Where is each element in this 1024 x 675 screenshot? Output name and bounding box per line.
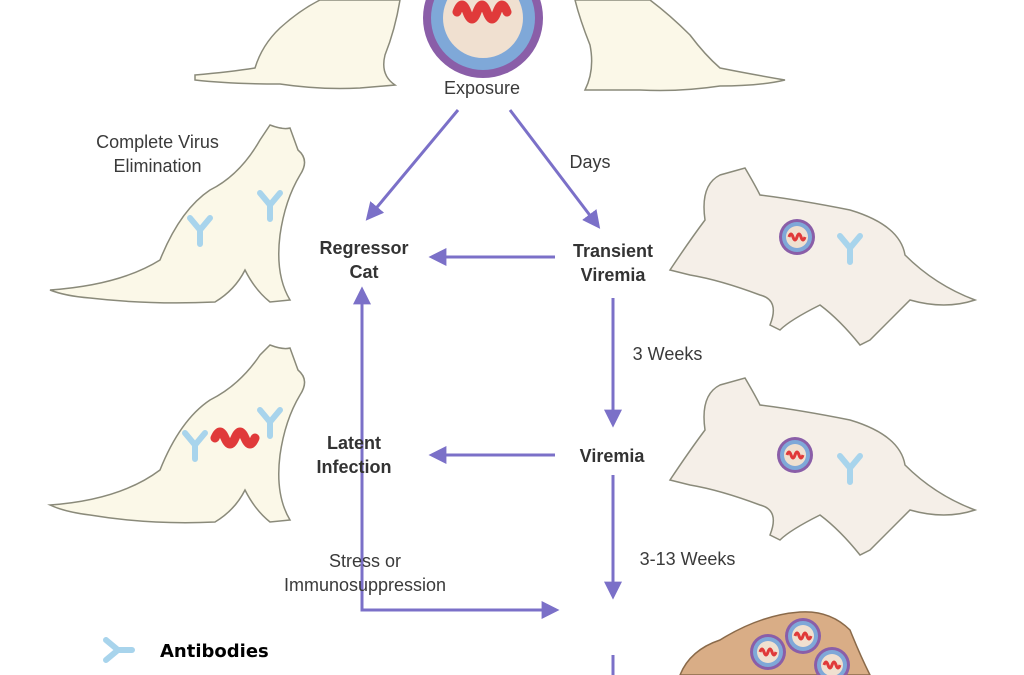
cat-diseased (679, 611, 871, 675)
exposure-label: Exposure (443, 78, 521, 98)
arrow-stress-to-disease (360, 535, 560, 619)
complete-elimination-label: Complete Virus Elimination (96, 132, 219, 176)
antibodies-legend-label: Antibodies (160, 641, 269, 662)
days-label: Days (569, 152, 611, 172)
arrow-exposure-to-transient (508, 109, 601, 229)
transient-viremia-node: Transient Viremia (572, 241, 654, 285)
latent-infection-node: Latent Infection (316, 433, 392, 477)
cat-top-right (574, 0, 786, 92)
three-to-thirteen-weeks-label: 3-13 Weeks (639, 549, 736, 569)
antibody-legend-icon (103, 637, 135, 663)
cat-viremia (668, 377, 978, 556)
three-weeks-label: 3 Weeks (632, 344, 703, 364)
virus-large-icon (423, 0, 543, 78)
cat-latent (47, 344, 306, 524)
arrow-exposure-to-regressor (365, 109, 460, 221)
regressor-cat-node: Regressor Cat (319, 238, 409, 282)
cat-transient-viremia (668, 167, 978, 346)
viremia-node: Viremia (579, 446, 645, 466)
cat-top-left (194, 0, 401, 90)
stress-label: Stress or Immunosuppression (283, 551, 447, 595)
cat-eliminated (49, 124, 306, 304)
